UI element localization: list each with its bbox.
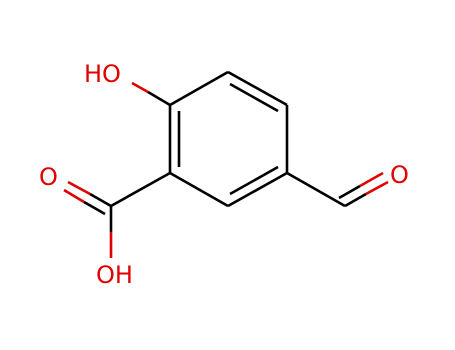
hydroxyl-bond-black-half bbox=[147, 90, 171, 107]
ring-bond-bottom-right bbox=[227, 171, 288, 208]
atom-label-carboxyl-oxygen: O bbox=[39, 163, 58, 191]
ring-double-bond-top-right bbox=[229, 82, 279, 113]
carboxyl-co-bond-black-half-b bbox=[83, 200, 106, 216]
ring-double-bond-bottom-right bbox=[229, 165, 279, 196]
atom-label-aldehyde-oxygen: O bbox=[390, 161, 409, 189]
ring-bond-top-left bbox=[169, 70, 229, 107]
aldehyde-co-bond-red-half-a bbox=[365, 180, 389, 196]
carboxyl-co-bond-black-half-a bbox=[89, 192, 112, 208]
carboxyl-co-bond-red-half-a bbox=[67, 180, 91, 196]
hydroxyl-bond-red-half bbox=[131, 81, 149, 94]
aldehyde-co-bond-black-half-a bbox=[344, 192, 367, 208]
carboxyl-co-bond-red-half-b bbox=[63, 188, 85, 204]
carboxyl-ring-bond bbox=[110, 171, 171, 208]
atom-label-hydroxyl: HO bbox=[84, 60, 121, 88]
atom-label-carboxyl-hydroxyl: OH bbox=[96, 261, 133, 289]
ring-bond-bottom-left bbox=[169, 171, 229, 208]
aldehyde-ring-bond bbox=[286, 171, 346, 208]
ring-bond-top-right bbox=[227, 70, 288, 107]
aldehyde-co-bond-black-half-b bbox=[338, 184, 361, 200]
aldehyde-co-bond-red-half-b bbox=[359, 171, 384, 188]
